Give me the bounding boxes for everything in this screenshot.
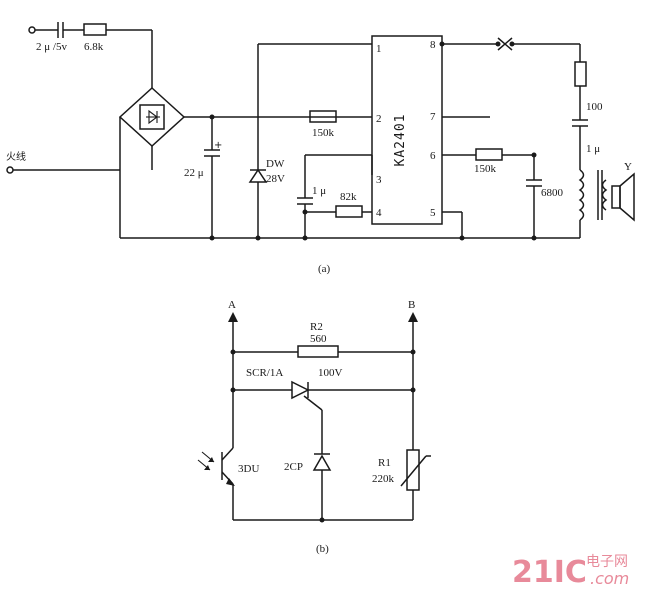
label-r1: R1 <box>378 457 391 469</box>
circuit-a: + KA2401 <box>6 22 635 275</box>
transformer-coil <box>578 169 585 221</box>
ic-ka2401 <box>371 35 443 225</box>
diode-icon <box>148 109 158 125</box>
label-r2: R2 <box>310 321 323 333</box>
label-2cp: 2CP <box>284 461 303 473</box>
zener-dw-icon <box>248 168 268 183</box>
label-scr-v: 100V <box>318 367 343 379</box>
pin-1: 1 <box>376 43 382 55</box>
label-cap-1u: 1 μ <box>312 185 326 197</box>
line-terminal <box>6 166 14 174</box>
terminal-b-arrow-icon <box>408 312 418 322</box>
label-r2-val: 560 <box>310 333 327 345</box>
label-150k-right: 150k <box>474 163 497 175</box>
resistor-150k-right <box>475 148 503 161</box>
pin-7: 7 <box>430 111 436 123</box>
pin-6: 6 <box>430 150 436 162</box>
input-terminal <box>28 26 36 34</box>
caption-b: (b) <box>316 543 329 555</box>
label-line: 火线 <box>6 150 26 163</box>
pin-8: 8 <box>430 39 436 51</box>
resistor-r2 <box>297 345 339 358</box>
zener-2cp-icon <box>312 454 332 471</box>
watermark-brand: 21IC <box>512 555 587 590</box>
watermark-domain: .com <box>590 569 629 588</box>
label-input-res: 6.8k <box>84 41 104 53</box>
label-6800: 6800 <box>541 187 564 199</box>
label-input-cap: 2 μ /5v <box>36 41 67 53</box>
caption-a: (a) <box>318 263 331 275</box>
label-speaker: Y <box>624 161 632 173</box>
label-cap-22: 22 μ <box>184 167 204 179</box>
input-resistor <box>83 23 107 36</box>
label-150k-top: 150k <box>312 127 335 139</box>
circuit-b: A B R2 560 SCR/1A 100V 3DU 2CP R1 220k (… <box>197 299 431 555</box>
transformer-secondary <box>601 179 608 211</box>
resistor-100 <box>574 61 587 87</box>
label-scr: SCR/1A <box>246 367 283 379</box>
ic-label: KA2401 <box>393 114 408 167</box>
watermark-cn: 电子网 <box>586 554 628 570</box>
label-zener-v: 28V <box>266 173 285 185</box>
pin-5: 5 <box>430 207 436 219</box>
pin-3: 3 <box>376 174 382 186</box>
speaker-icon <box>611 185 621 209</box>
label-r1-val: 220k <box>372 473 395 485</box>
resistor-82k <box>335 205 363 218</box>
resistor-r1 <box>406 449 420 491</box>
svg-text:+: + <box>214 140 222 151</box>
label-1u-right: 1 μ <box>586 143 600 155</box>
terminal-a-arrow-icon <box>228 312 238 322</box>
label-terminal-b: B <box>408 299 415 311</box>
pin-4: 4 <box>376 207 382 219</box>
label-photo: 3DU <box>238 463 259 475</box>
label-82k: 82k <box>340 191 357 203</box>
scr-icon <box>291 380 310 400</box>
label-terminal-a: A <box>228 299 236 311</box>
resistor-150k-top <box>309 110 337 123</box>
bridge-inner <box>139 104 165 130</box>
label-100: 100 <box>586 101 603 113</box>
pin-2: 2 <box>376 113 382 125</box>
watermark-logo: 21IC 电子网 .com <box>512 554 629 590</box>
label-zener: DW <box>266 158 285 170</box>
